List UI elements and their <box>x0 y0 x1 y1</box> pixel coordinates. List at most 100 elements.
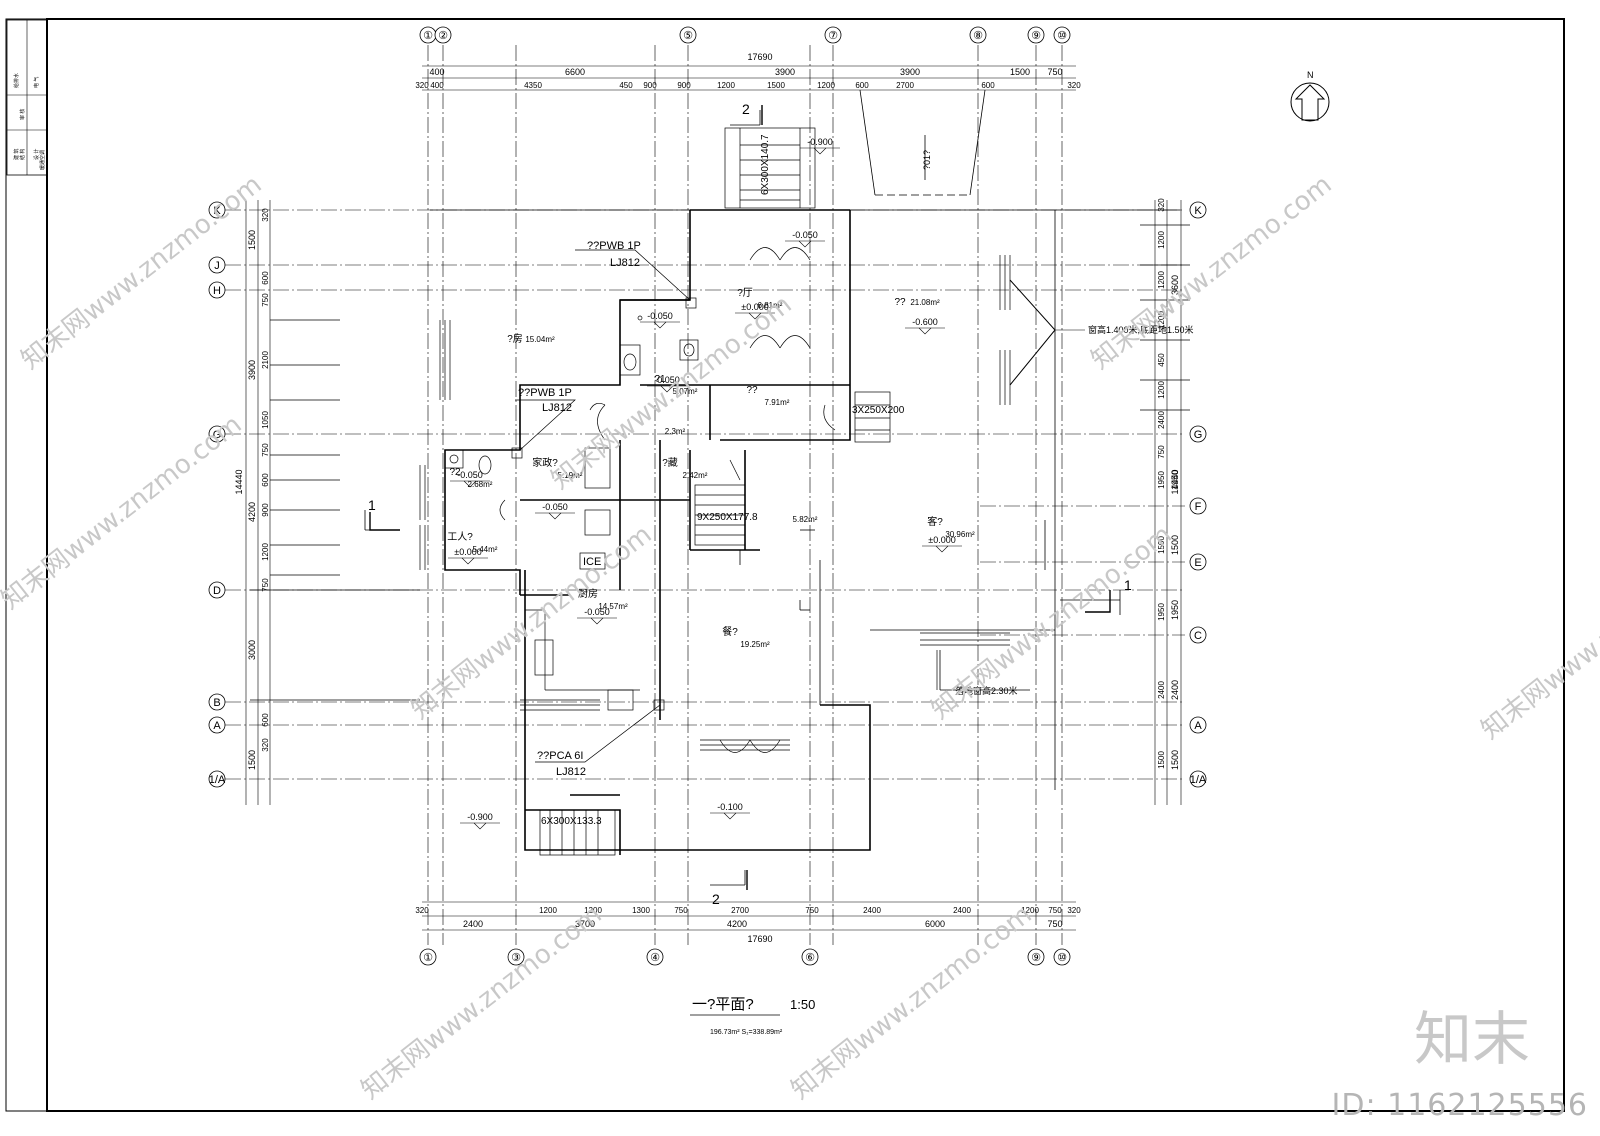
axis-right-5: A <box>1194 720 1202 732</box>
dim-right-r2-9: 1500 <box>1157 536 1166 554</box>
bay-window <box>1009 279 1056 386</box>
dim-top-r1-4: 1500 <box>1010 67 1030 77</box>
dim-left-r1-1: 3900 <box>247 360 257 380</box>
level-2: ±0.000 <box>741 302 768 312</box>
section-marks <box>369 105 1111 890</box>
watermark-7: 知末网www.znzmo.com <box>1476 540 1600 746</box>
room-area-12: 14.57m² <box>598 602 628 611</box>
dimension-lines <box>245 65 1182 931</box>
axis-top-1: ② <box>438 30 448 42</box>
dim-top-r2-3: 450 <box>619 81 633 90</box>
axis-left-5: B <box>213 697 220 709</box>
axis-top-1-circle <box>434 26 452 44</box>
dim-left-r2-11: 320 <box>261 738 270 752</box>
level-5: -0.050 <box>654 375 680 385</box>
axis-right-6-circle <box>1189 770 1207 788</box>
watermark-1: 知末网www.znzmo.com <box>16 170 268 376</box>
room-area-0: 15.04m² <box>525 335 555 344</box>
north-arrow: N <box>1290 70 1330 122</box>
pool-label: ?01? <box>922 150 932 170</box>
dim-left-r1-3: 3000 <box>247 640 257 660</box>
title-block-text-0: 建 筑 <box>13 149 20 160</box>
axis-bottom-4: ⑨ <box>1031 952 1041 964</box>
axis-top-6: ⑩ <box>1057 30 1067 42</box>
dim-right-total: 14440 <box>1170 469 1180 494</box>
axis-right-2: F <box>1195 501 1202 513</box>
dim-bottom-r1-0: 2400 <box>463 919 483 929</box>
windows <box>270 224 1190 711</box>
room-area-7: 5.19m² <box>558 471 583 480</box>
level-0: -0.900 <box>807 137 833 147</box>
axis-bottom-5: ⑩ <box>1057 952 1067 964</box>
dim-right-r1-5: 1500 <box>1170 750 1180 770</box>
equipment-model-2: LJ812 <box>556 766 586 778</box>
title-block-text-5: 暖通空调 <box>39 150 46 170</box>
watermarks: 知末网www.znzmo.com 知末网www.znzmo.com 知末网www… <box>0 170 1600 1106</box>
dim-top-r2-4: 900 <box>643 81 657 90</box>
title-block-text-3: 给排水 <box>13 73 20 88</box>
dim-right-r2-0: 320 <box>1157 198 1166 212</box>
level-7: -0.050 <box>457 470 483 480</box>
dim-bottom-r1-1: 3700 <box>575 919 595 929</box>
stair-top <box>724 127 816 209</box>
axis-top-4: ⑧ <box>973 30 983 42</box>
dim-right-r2-6: 2400 <box>1157 411 1166 429</box>
dim-top-r2-6: 1200 <box>717 81 735 90</box>
dim-top-r2-5: 900 <box>677 81 691 90</box>
axis-left-4-circle <box>208 581 226 599</box>
id-label: ID: 1162125556 <box>1331 1088 1588 1123</box>
dim-bottom-total: 17690 <box>747 934 772 944</box>
level-labels: -0.900-0.050±0.000-0.050-0.600-0.050±0.0… <box>448 137 962 830</box>
level-triangle-12 <box>473 822 487 830</box>
title-block-text-6: 审 核 <box>19 109 26 120</box>
room-area-11: 5.44m² <box>473 545 498 554</box>
axis-left-3-circle <box>208 425 226 443</box>
axis-right-0: K <box>1194 205 1202 217</box>
room-area-6: 2.68m² <box>468 480 493 489</box>
level-triangle-10 <box>590 617 604 625</box>
drawing-scale: 1:50 <box>790 997 815 1012</box>
level-6: ±0.000 <box>928 535 955 545</box>
axis-top-3: ⑦ <box>828 30 838 42</box>
axis-left-5-circle <box>208 693 226 711</box>
axis-bottom-1: ③ <box>511 952 521 964</box>
axis-left-7-circle <box>208 770 226 788</box>
drawing-area: 196.73m² S₁=338.89m² <box>710 1029 783 1036</box>
level-triangle-13 <box>723 812 737 820</box>
pool-feature <box>859 89 986 196</box>
equipment-code-1: ??PWB 1P <box>518 387 572 399</box>
dim-right-r2-8: 1950 <box>1157 471 1166 489</box>
axis-left-1-circle <box>208 256 226 274</box>
dim-left-r2-6: 600 <box>261 473 270 487</box>
dim-bottom-r1-2: 4200 <box>727 919 747 929</box>
axis-bottom-2-circle <box>646 948 664 966</box>
dim-top-r2-9: 600 <box>855 81 869 90</box>
dim-left-r1-0: 1500 <box>247 230 257 250</box>
dim-bottom-r2-8: 2400 <box>953 906 971 915</box>
level-triangle-0 <box>813 147 827 155</box>
axis-right-1: G <box>1194 429 1203 441</box>
dim-top-r1-5: 750 <box>1047 67 1062 77</box>
dim-top-total: 17690 <box>747 52 772 62</box>
dim-left-total: 14440 <box>234 469 244 494</box>
room-name-10: 客? <box>927 515 943 528</box>
dim-left-r2-8: 1200 <box>261 543 270 561</box>
dim-right-r2-2: 1200 <box>1157 271 1166 289</box>
title-block-text-1: 结 构 <box>19 149 26 160</box>
room-name-0: ?房 <box>507 332 523 345</box>
axis-right-3-circle <box>1189 553 1207 571</box>
dim-bottom-r2-5: 2700 <box>731 906 749 915</box>
axis-left-3: G <box>213 429 222 441</box>
axis-left-4: D <box>213 585 221 597</box>
watermark-8: 知末网www.znzmo.com <box>0 410 248 616</box>
axis-top-5-circle <box>1027 26 1045 44</box>
dim-right-r1-4: 2400 <box>1170 680 1180 700</box>
level-13: -0.100 <box>717 802 743 812</box>
watermark-5: 知末网www.znzmo.com <box>926 520 1178 726</box>
section-mark-1a: 1 <box>368 497 376 513</box>
dim-left-r2-0: 320 <box>261 208 270 222</box>
axis-bottom-2: ④ <box>650 952 660 964</box>
axis-top-6-circle <box>1053 26 1071 44</box>
dim-top-r1-3: 3900 <box>900 67 920 77</box>
